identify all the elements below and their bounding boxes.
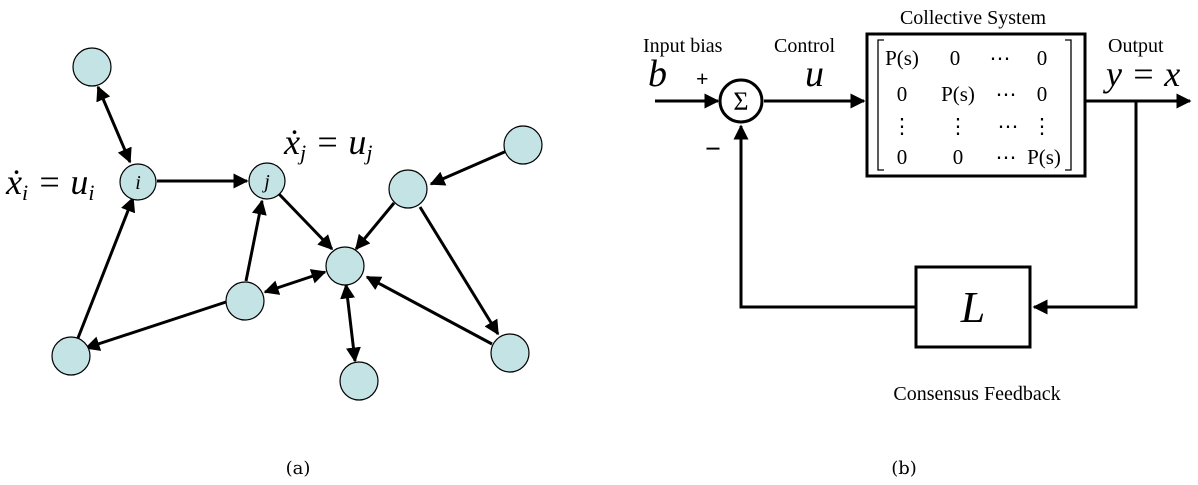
node-i-label: i: [135, 172, 141, 194]
matrix-cell: ⋯: [996, 145, 1017, 169]
matrix-cell: ⋮: [1032, 114, 1053, 138]
network-graph: i j ẋi = ui ẋj = uj: [5, 47, 543, 401]
feedback-to-L: [1032, 101, 1138, 315]
edge-topright-right: [429, 148, 510, 186]
edge-right-lowright: [418, 206, 500, 336]
matrix-cell: 0: [1037, 46, 1048, 70]
input-bias-label: Input bias: [643, 35, 723, 57]
edge-mid-center: [263, 269, 327, 295]
caption-b: (b): [891, 458, 917, 479]
feedback-label: Consensus Feedback: [893, 383, 1060, 405]
matrix-cell: ⋮: [892, 114, 913, 138]
plus-sign: +: [696, 66, 709, 91]
feedback-block: [914, 265, 1032, 349]
edge-lowleft-i: [76, 196, 136, 339]
matrix-cell: P(s): [1027, 145, 1061, 169]
node-bottom: [339, 361, 379, 401]
equation-i: ẋi = ui: [5, 162, 95, 205]
matrix-cell: 0: [897, 145, 908, 169]
node-right: [388, 169, 428, 209]
node-i: [119, 163, 157, 201]
L-to-sum: [733, 124, 916, 309]
node-j: [248, 162, 286, 200]
graph-nodes: [51, 47, 543, 401]
output-equation: y = x: [1103, 54, 1180, 94]
matrix-cell: 0: [953, 145, 964, 169]
matrix-cell: ⋯: [996, 82, 1017, 106]
matrix-cell: ⋯: [990, 46, 1011, 70]
b-symbol: b: [648, 53, 667, 95]
matrix-cell: ⋯: [998, 114, 1019, 138]
matrix-cell: 0: [1037, 82, 1048, 106]
edge-center-bottom: [340, 283, 361, 363]
matrix-cell: P(s): [885, 46, 919, 70]
matrix-cell: P(s): [941, 82, 975, 106]
system-matrix: P(s) 0 ⋯ 0 0 P(s) ⋯ 0 ⋮ ⋮ ⋯ ⋮ 0 0 ⋯ P(s): [885, 46, 1061, 169]
edge-lowright-center: [365, 275, 493, 346]
node-low-right: [490, 333, 530, 373]
edge-j-center: [277, 192, 334, 251]
edge-top-node-i: [96, 85, 132, 164]
graph-edges: [76, 85, 510, 363]
matrix-cell: 0: [897, 82, 908, 106]
caption-a: (a): [286, 458, 311, 479]
control-label: Control: [774, 35, 836, 57]
matrix-cell: 0: [950, 46, 961, 70]
summing-junction: [718, 78, 764, 124]
output-label: Output: [1108, 35, 1164, 57]
matrix-brackets: [877, 39, 1072, 171]
edge-mid-j: [244, 199, 267, 282]
node-top: [72, 47, 112, 87]
block-diagram: Input bias b + − Σ Control u Collective …: [643, 7, 1192, 405]
sigma-symbol: Σ: [733, 87, 748, 116]
minus-sign: −: [705, 134, 721, 165]
edge-right-center: [354, 202, 396, 251]
matrix-cell: ⋮: [948, 114, 969, 138]
equation-j: ẋj = uj: [283, 122, 373, 165]
signal-lines: [655, 93, 1192, 315]
node-low-left: [51, 336, 91, 376]
node-j-label: j: [261, 171, 270, 193]
node-top-right: [503, 125, 543, 165]
edge-mid-lowleft: [84, 300, 227, 351]
u-symbol: u: [805, 53, 824, 95]
system-title: Collective System: [900, 7, 1047, 29]
L-symbol: L: [960, 283, 985, 332]
node-center: [325, 246, 365, 286]
node-mid: [225, 281, 265, 321]
collective-system-block: [865, 32, 1087, 178]
